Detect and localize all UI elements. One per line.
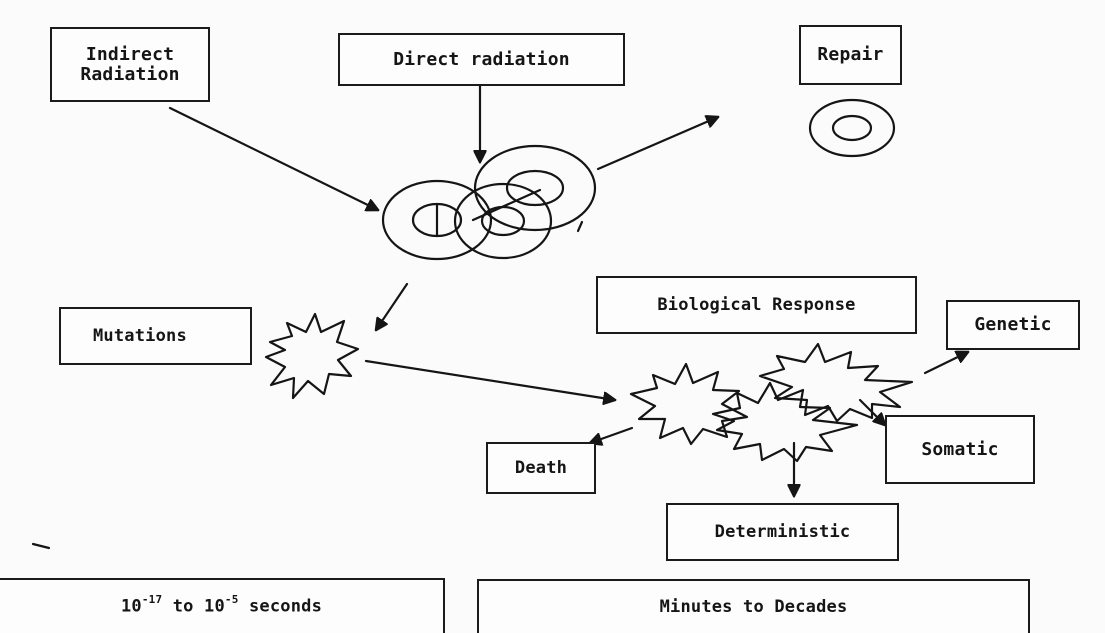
- repaired-cell-icon: [810, 100, 894, 156]
- mutations-box: Mutations: [59, 307, 252, 365]
- cell-group-icon: [383, 146, 595, 259]
- arrow-cell-to-mutation: [376, 284, 407, 330]
- arrow-to-death: [590, 428, 632, 443]
- response-starburst-top-icon: [760, 344, 912, 421]
- genetic-label: Genetic: [974, 315, 1051, 334]
- timeline-exp-2: -5: [225, 593, 239, 606]
- repair-label: Repair: [817, 45, 883, 64]
- indirect-radiation-box: Indirect Radiation: [50, 27, 210, 102]
- indirect-label-line1: Indirect: [80, 45, 179, 64]
- death-label: Death: [515, 459, 567, 477]
- direct-radiation-box: Direct radiation: [338, 33, 625, 86]
- timeline-right-label: Minutes to Decades: [660, 598, 848, 616]
- mutation-starburst-icon: [266, 314, 358, 398]
- somatic-box: Somatic: [885, 415, 1035, 484]
- somatic-label: Somatic: [921, 440, 998, 459]
- genetic-box: Genetic: [946, 300, 1080, 350]
- death-box: Death: [486, 442, 596, 494]
- direct-radiation-label: Direct radiation: [393, 50, 570, 69]
- deterministic-box: Deterministic: [666, 503, 899, 561]
- timeline-right-box: Minutes to Decades: [477, 579, 1030, 633]
- timeline-base-1: 10: [121, 597, 142, 617]
- repair-box: Repair: [799, 25, 902, 85]
- timeline-suffix: seconds: [239, 597, 322, 617]
- timeline-left-label: 10-17 to 10-5 seconds: [121, 596, 322, 616]
- timeline-base-2: 10: [204, 597, 225, 617]
- arrow-mutation-to-response: [366, 361, 615, 400]
- arrow-indirect-to-cell: [170, 108, 378, 210]
- biological-response-box: Biological Response: [596, 276, 917, 334]
- timeline-exp-1: -17: [142, 593, 162, 606]
- biological-response-label: Biological Response: [657, 296, 855, 314]
- timeline-left-box: 10-17 to 10-5 seconds: [0, 578, 445, 633]
- timeline-mid: to: [162, 597, 204, 617]
- arrow-to-genetic: [925, 352, 968, 373]
- deterministic-label: Deterministic: [715, 523, 851, 541]
- scan-mark-2: [578, 222, 582, 231]
- mutations-label: Mutations: [93, 327, 187, 345]
- indirect-label-line2: Radiation: [80, 65, 179, 84]
- scan-mark: [33, 544, 49, 548]
- arrow-cell-to-repair: [598, 117, 718, 169]
